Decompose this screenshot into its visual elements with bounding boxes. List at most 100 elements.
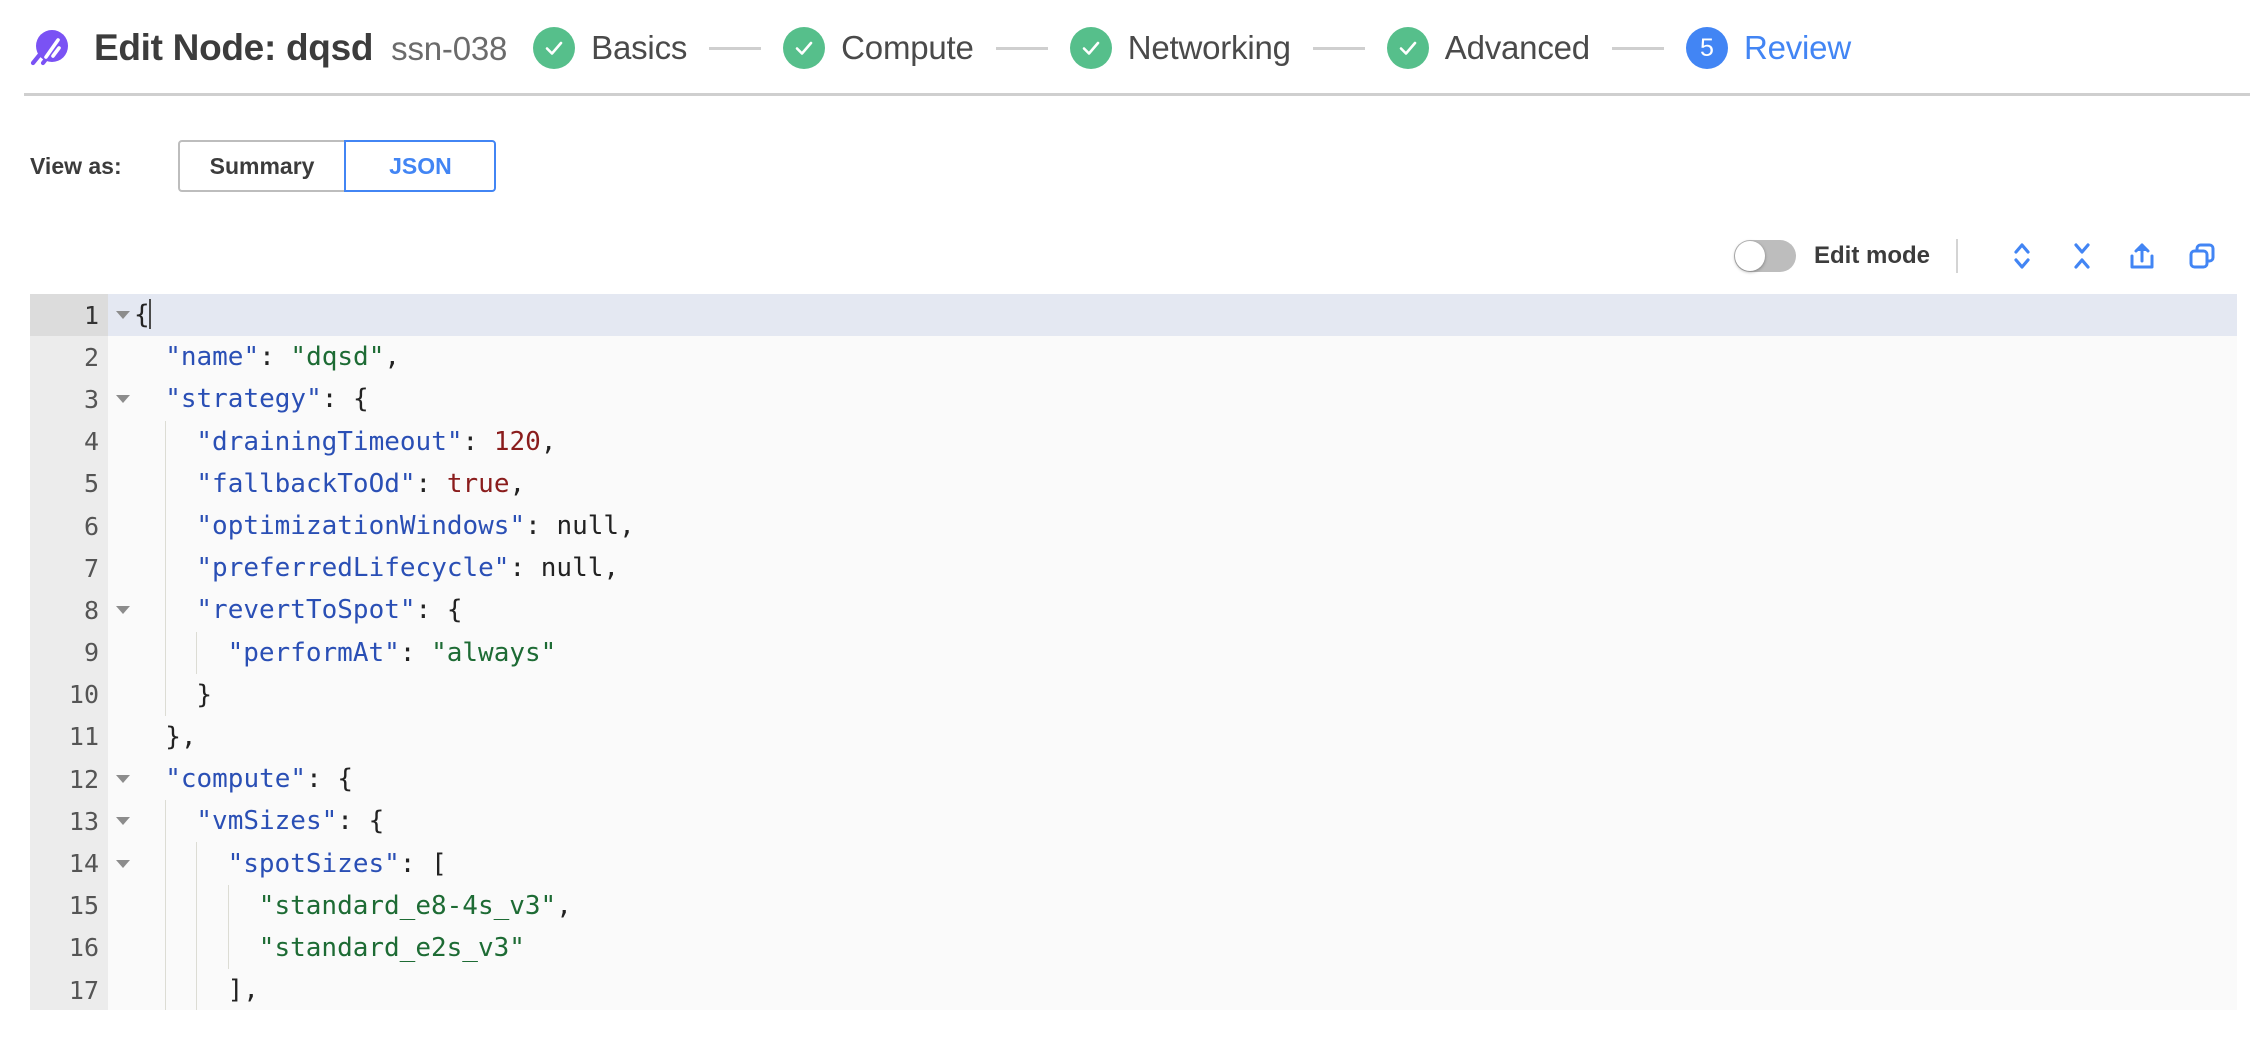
indent-guide [165,926,167,969]
toolbar-divider [1956,239,1958,273]
copy-icon[interactable] [2180,234,2224,278]
code-line[interactable]: 6"optimizationWindows": null, [30,504,2237,548]
json-editor[interactable]: 1{2"name": "dqsd",3"strategy": {4"draini… [30,294,2237,1010]
code-line[interactable]: 12"compute": { [30,758,2237,801]
line-number: 13 [30,800,130,843]
indent-guide [165,800,167,843]
step-compute[interactable]: Compute [783,27,974,69]
code-token: "strategy" [165,384,322,415]
line-number: 14 [30,842,130,885]
indent-guide [196,969,198,1010]
code-token: "preferredLifecycle" [196,553,510,584]
step-networking-label: Networking [1127,29,1291,66]
page-subtitle: ssn-038 [391,30,508,67]
code-line[interactable]: 9 "performAt": "always" [30,631,2237,674]
code-token: "compute" [165,764,307,795]
fold-arrow-icon[interactable] [116,817,130,826]
line-number: 6 [30,504,108,548]
code-token: , [556,890,572,921]
json-editor-lines: 1{2"name": "dqsd",3"strategy": {4"draini… [30,294,2237,1010]
fold-arrow-icon[interactable] [116,859,130,868]
step-networking[interactable]: Networking [1069,27,1291,69]
code-line-text: "standard_e2s_v3" [134,926,2237,969]
code-token: null [556,511,620,542]
indent-guide [227,884,229,927]
code-line[interactable]: 5"fallbackToOd": true, [30,462,2237,505]
gutter-spacer [108,336,134,378]
indent-guide [165,884,167,927]
edit-mode-toggle[interactable] [1733,240,1796,272]
fold-arrow-icon[interactable] [116,606,130,615]
code-line-text: ], [134,969,2237,1010]
code-line[interactable]: 11}, [30,715,2237,759]
line-number: 10 [30,673,108,716]
indent-guide [165,631,167,674]
code-line[interactable]: 7"preferredLifecycle": null, [30,547,2237,590]
app-header: Edit Node: dqsd ssn-038 Basics Compute N… [0,0,2250,96]
code-token: "always" [431,637,557,668]
code-line[interactable]: 4"drainingTimeout": 120, [30,420,2237,463]
code-line[interactable]: 2"name": "dqsd", [30,336,2237,379]
code-token: "fallbackToOd" [196,468,416,499]
code-token: : { [337,806,385,837]
indent-guide [196,842,198,885]
indent-guide [165,547,167,590]
code-line[interactable]: 10} [30,673,2237,716]
step-review[interactable]: 5 Review [1685,27,1851,69]
code-token: : [399,637,432,668]
gutter-spacer [108,505,134,547]
code-token: "name" [165,342,260,373]
code-line[interactable]: 14"spotSizes": [ [30,842,2237,885]
code-token: "standard_e8-4s_v3" [258,890,557,921]
fold-arrow-icon[interactable] [116,775,130,784]
view-as-summary-button[interactable]: Summary [177,140,347,192]
step-connector [1611,46,1664,50]
indent-guide [196,926,198,969]
code-line-text: { [134,294,2237,336]
indent-guide [227,926,229,969]
step-networking-check-icon [1069,27,1112,69]
step-compute-check-icon [783,27,826,69]
code-token: : { [306,764,354,795]
code-line[interactable]: 13"vmSizes": { [30,800,2237,843]
gutter-spacer [108,421,134,463]
code-token: "spotSizes" [227,848,400,879]
code-line[interactable]: 3"strategy": { [30,378,2237,421]
indent-guide [165,504,167,548]
view-as-json-button[interactable]: JSON [344,140,497,192]
code-line-text: "performAt": "always" [134,631,2237,674]
export-icon[interactable] [2120,234,2164,278]
code-token: : [462,426,494,457]
code-line-text: "name": "dqsd", [134,336,2237,378]
step-basics[interactable]: Basics [533,27,687,69]
code-line[interactable]: 15"standard_e8-4s_v3", [30,884,2237,927]
step-connector [995,46,1048,50]
fold-arrow-icon[interactable] [116,311,130,320]
code-token: , [603,553,620,584]
gutter-spacer [108,632,134,674]
code-line[interactable]: 16"standard_e2s_v3" [30,926,2237,969]
fold-arrow-icon[interactable] [116,395,130,404]
step-advanced-check-icon [1386,27,1429,69]
step-basics-label: Basics [591,29,688,66]
gutter-spacer [108,969,134,1010]
code-line[interactable]: 17], [30,969,2237,1010]
text-cursor [148,298,151,329]
line-number: 17 [30,969,108,1010]
code-token: 120 [493,426,541,457]
gutter-spacer [108,885,134,927]
step-advanced[interactable]: Advanced [1386,27,1590,69]
code-line-text: "strategy": { [134,378,2237,420]
step-basics-check-icon [533,27,576,69]
code-token: , [540,426,557,457]
line-number: 9 [30,631,108,674]
expand-all-icon[interactable] [2000,234,2044,278]
indent-guide [165,842,167,885]
code-token: , [509,468,526,499]
code-line-text: "revertToSpot": { [134,589,2237,632]
code-token: , [619,511,635,542]
collapse-all-icon[interactable] [2060,234,2104,278]
code-line[interactable]: 8"revertToSpot": { [30,589,2237,632]
code-line[interactable]: 1{ [30,294,2237,337]
code-line-text: "compute": { [134,758,2237,800]
